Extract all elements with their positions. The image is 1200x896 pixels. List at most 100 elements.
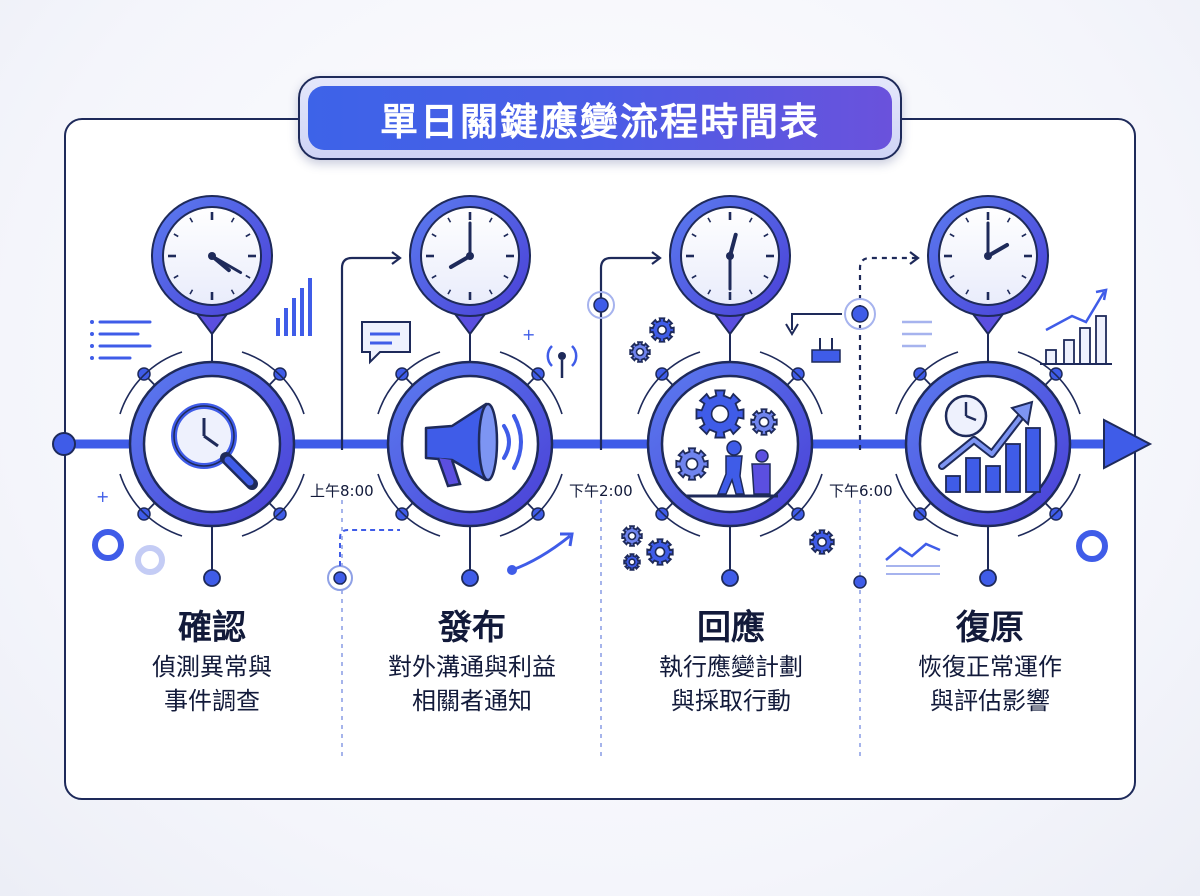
- deco-bar: [1045, 349, 1057, 365]
- deco-bar: [276, 318, 280, 336]
- gear-hole: [628, 558, 636, 566]
- clock-tick: [763, 274, 769, 279]
- growth-arrow-head: [1010, 400, 1034, 427]
- phase-desc-recover: 恢復正常運作 與評估影響: [860, 650, 1120, 718]
- stem-dot: [203, 569, 221, 587]
- connector-arrow-icon: [391, 251, 402, 265]
- time-label-2: 下午2:00: [569, 482, 633, 500]
- clock-tick: [488, 217, 493, 223]
- signal-dot: [558, 352, 566, 360]
- phase-desc-line: 事件調查: [164, 687, 260, 715]
- phase-desc-line: 與評估影響: [930, 687, 1050, 715]
- clock-tick: [189, 289, 194, 295]
- growth-bar: [1025, 427, 1041, 493]
- deco-bar: [1079, 327, 1091, 365]
- clock-icon: [409, 195, 531, 317]
- phase-node-3: [637, 195, 823, 587]
- phase-desc-publish: 對外溝通與利益 相關者通知: [342, 650, 602, 718]
- device-icon: [811, 349, 841, 363]
- orbit-arc: [895, 351, 959, 415]
- curve-arrow-dot: [507, 565, 517, 575]
- plus-icon: +: [522, 325, 535, 344]
- clock-tick: [691, 233, 697, 238]
- gear-hole: [685, 457, 699, 471]
- phase-title-recover: 復原: [956, 608, 1024, 648]
- person-body: [751, 463, 771, 495]
- return-arrow-head-icon: [785, 323, 799, 336]
- clock-tick: [431, 274, 437, 279]
- growth-chart-icon: [938, 394, 1041, 493]
- orbit-arc: [377, 473, 441, 537]
- stem-dot: [979, 569, 997, 587]
- megaphone-icon: [424, 402, 523, 488]
- clock-tick: [230, 289, 235, 295]
- phase-title-publish: 發布: [438, 608, 506, 648]
- orbit-arc: [241, 473, 305, 537]
- clock-tick: [173, 233, 179, 238]
- orbit-arc: [637, 473, 701, 537]
- orbit-arc: [499, 351, 563, 415]
- magnifier-lens-outline: [173, 405, 235, 467]
- clock-minute-hand: [210, 254, 243, 274]
- orbit-arc: [1017, 351, 1081, 415]
- clock-tick: [965, 217, 970, 223]
- phase-node-4: [895, 195, 1081, 587]
- person-body: [716, 455, 745, 495]
- growth-arrow-fill: [940, 408, 1028, 468]
- clock-tick: [949, 233, 955, 238]
- deco-ring: [92, 529, 124, 561]
- clock-tick: [707, 217, 712, 223]
- curve-arrow-line: [511, 534, 571, 572]
- clock-tick: [965, 289, 970, 295]
- stem-dot: [721, 569, 739, 587]
- target-dot: [593, 297, 609, 313]
- deco-bullet: [90, 356, 94, 360]
- clock-tick: [245, 233, 251, 238]
- phase-desc-line: 對外溝通與利益: [388, 653, 556, 681]
- growth-bar: [985, 465, 1001, 493]
- deco-ring: [1076, 530, 1108, 562]
- phase-node-1: [119, 195, 305, 587]
- deco-bar: [308, 278, 312, 336]
- magnifier-clock-hand: [203, 434, 219, 448]
- decorations: ++: [90, 278, 1112, 591]
- stem-dot: [461, 569, 479, 587]
- clock-tick: [447, 289, 452, 295]
- phase-desc-line: 偵測異常與: [152, 653, 272, 681]
- growth-bar: [1005, 443, 1021, 493]
- clock-tick: [503, 274, 509, 279]
- step-connector-line: [340, 256, 400, 450]
- curve-arrow-head-icon: [560, 532, 574, 547]
- deco-trend-line: [1045, 291, 1106, 332]
- plus-icon: +: [96, 487, 109, 506]
- deco-dot: [853, 575, 867, 589]
- person-head: [726, 440, 742, 456]
- clock-tick: [488, 289, 493, 295]
- clock-center: [466, 252, 474, 260]
- megaphone-wave: [512, 414, 523, 470]
- gear-hole: [758, 416, 770, 428]
- gear-hole: [635, 347, 645, 357]
- gears-team-icon: [675, 389, 778, 498]
- magnifier-clock-icon: [171, 403, 258, 490]
- time-label-1: 上午8:00: [310, 482, 374, 500]
- clock-icon: [669, 195, 791, 317]
- phase-title-confirm: 確認: [178, 608, 246, 648]
- phase-desc-line: 與採取行動: [671, 687, 791, 715]
- growth-bar: [945, 475, 961, 493]
- orbit-arc: [241, 351, 305, 415]
- deco-bullet: [90, 344, 94, 348]
- gear-hole: [654, 546, 666, 558]
- clock-tick: [949, 274, 955, 279]
- step-connector-line: [858, 256, 918, 450]
- deco-bullet: [90, 332, 94, 336]
- dashed-connector: [339, 529, 400, 566]
- clock-tick: [447, 217, 452, 223]
- magnifier-handle-fill: [224, 456, 254, 486]
- phase-desc-respond: 執行應變計劃 與採取行動: [601, 650, 861, 718]
- clock-tick: [1006, 289, 1011, 295]
- orbit-arc: [119, 351, 183, 415]
- deco-bar: [300, 288, 304, 336]
